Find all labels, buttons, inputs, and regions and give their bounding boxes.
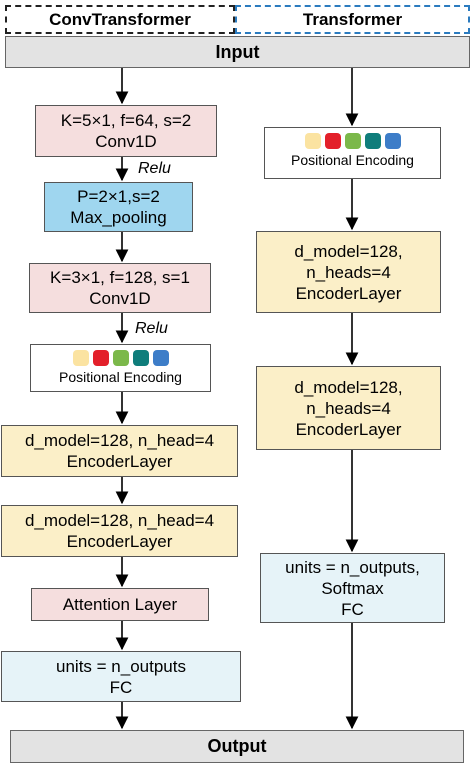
right-enc2-dmodel: d_model=128, — [294, 377, 403, 397]
left-pe-squares — [72, 350, 169, 366]
right-enc1-dmodel: d_model=128, — [294, 241, 403, 261]
pe-square — [344, 133, 361, 149]
left-pool-params: P=2×1,s=2 — [77, 187, 160, 206]
pe-square — [152, 350, 169, 366]
left-fc-units: units = n_outputs — [56, 656, 186, 676]
left-pool-name: Max_pooling — [70, 208, 167, 227]
left-encoder-layer-2: d_model=128, n_head=4 EncoderLayer — [1, 505, 238, 557]
right-enc2-heads: n_heads=4 — [306, 398, 391, 418]
right-enc1-name: EncoderLayer — [295, 283, 402, 303]
pe-square — [364, 133, 381, 149]
output-bar: Output — [10, 730, 464, 763]
right-fc-activation: Softmax — [321, 578, 384, 598]
right-fc-units: units = n_outputs, — [285, 557, 420, 577]
pe-square — [384, 133, 401, 149]
right-fc-name: FC — [341, 599, 364, 619]
left-enc1-params: d_model=128, n_head=4 — [24, 431, 215, 450]
convtransformer-header: ConvTransformer — [5, 5, 235, 34]
input-bar: Input — [5, 36, 470, 68]
left-conv1d-2: K=3×1, f=128, s=1 Conv1D — [29, 263, 211, 313]
left-max-pooling: P=2×1,s=2 Max_pooling — [44, 182, 193, 232]
right-encoder-layer-2: d_model=128, n_heads=4 EncoderLayer — [256, 366, 441, 450]
left-enc1-name: EncoderLayer — [66, 452, 173, 471]
right-enc2-name: EncoderLayer — [295, 419, 402, 439]
left-attention-layer: Attention Layer — [31, 588, 209, 621]
pe-square — [92, 350, 109, 366]
right-enc1-heads: n_heads=4 — [306, 262, 391, 282]
pe-square — [132, 350, 149, 366]
left-enc2-name: EncoderLayer — [66, 532, 173, 551]
right-fc: units = n_outputs, Softmax FC — [260, 553, 445, 623]
pe-square — [72, 350, 89, 366]
right-encoder-layer-1: d_model=128, n_heads=4 EncoderLayer — [256, 231, 441, 313]
left-encoder-layer-1: d_model=128, n_head=4 EncoderLayer — [1, 425, 238, 477]
right-pe-squares — [304, 133, 401, 149]
pe-square — [112, 350, 129, 366]
left-conv1d-1-name: Conv1D — [95, 132, 157, 151]
left-conv1d-1-params: K=5×1, f=64, s=2 — [60, 111, 192, 130]
left-positional-encoding: Positional Encoding — [30, 344, 211, 392]
left-pe-label: Positional Encoding — [59, 369, 182, 385]
left-fc-name: FC — [109, 677, 133, 697]
pe-square — [324, 133, 341, 149]
pe-square — [304, 133, 321, 149]
left-fc: units = n_outputs FC — [1, 651, 241, 702]
left-conv1d-1: K=5×1, f=64, s=2 Conv1D — [35, 105, 217, 157]
right-positional-encoding: Positional Encoding — [264, 127, 441, 179]
left-conv1d-2-name: Conv1D — [89, 289, 151, 308]
transformer-header: Transformer — [235, 5, 470, 34]
left-enc2-params: d_model=128, n_head=4 — [24, 511, 215, 530]
left-relu-1: Relu — [138, 160, 171, 177]
left-conv1d-2-params: K=3×1, f=128, s=1 — [50, 268, 190, 287]
right-pe-label: Positional Encoding — [291, 152, 414, 168]
left-relu-2: Relu — [135, 320, 168, 337]
